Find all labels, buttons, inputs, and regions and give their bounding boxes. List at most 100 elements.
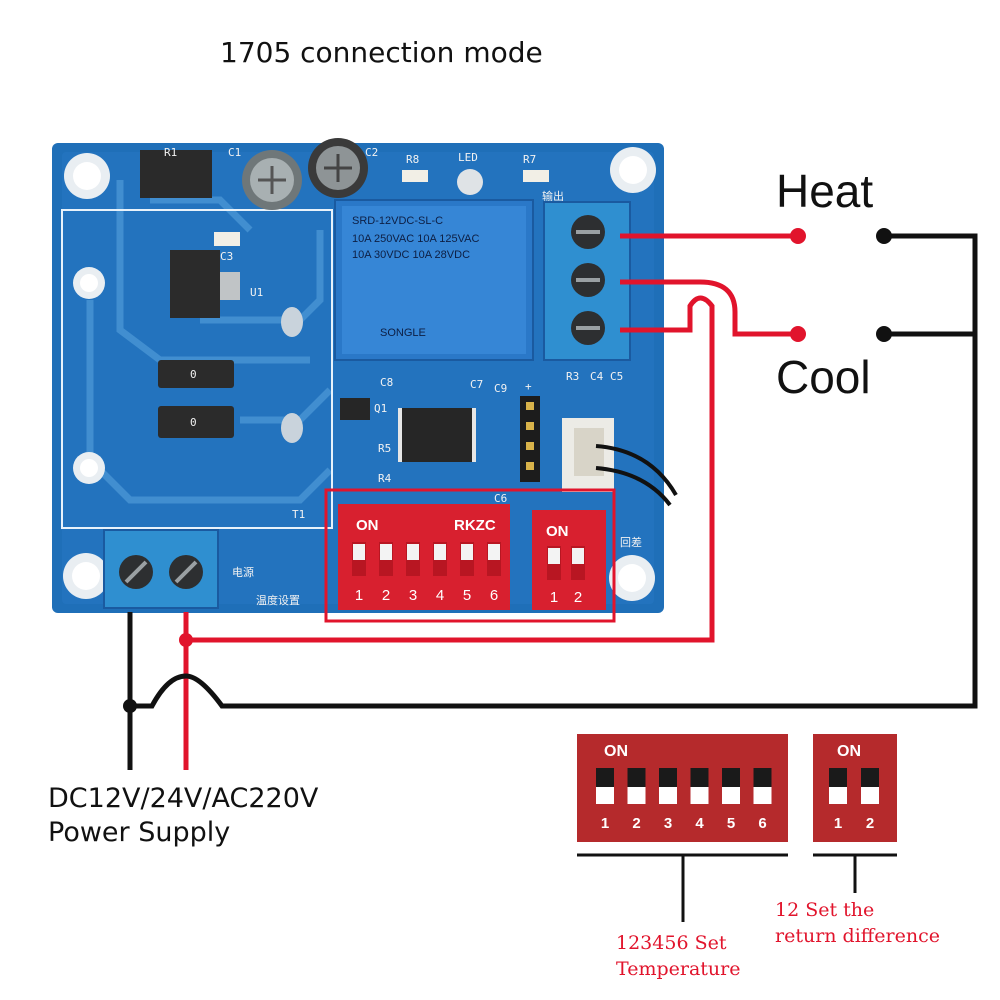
board-dip6-number-3: 3 (409, 587, 417, 604)
board-dip6-knob-3 (407, 544, 419, 560)
rectifier-chip (140, 150, 212, 198)
label-c9: C9 (494, 382, 507, 395)
wire-return-black (130, 233, 978, 709)
annotation-return-line1: 12 Set the (775, 899, 874, 921)
annotation-temp-line2: Temperature (616, 958, 740, 980)
controller-ic (402, 408, 472, 462)
board-dip6-number-6: 6 (490, 587, 498, 604)
label-c4: C4 (590, 370, 604, 383)
heat-label: Heat (776, 165, 873, 217)
resistor-2 (158, 406, 234, 438)
board-dip6-knob-1 (353, 544, 365, 560)
relay-rating-2: 10A 30VDC 10A 28VDC (352, 249, 470, 261)
wiring (127, 233, 978, 770)
relay-rating-1: 10A 250VAC 10A 125VAC (352, 233, 479, 245)
label-r5: R5 (378, 442, 391, 455)
label-r1: R1 (164, 146, 177, 159)
label-c7: C7 (470, 378, 483, 391)
heat-terminal-black (876, 228, 892, 244)
label-r4: R4 (378, 472, 392, 485)
label-r3: R3 (566, 370, 579, 383)
board-dip2-knob-2 (572, 548, 584, 564)
legend-dip2-number-1: 1 (834, 815, 842, 832)
label-output-cn: 输出 (542, 189, 564, 203)
legend-dip6-number-1: 1 (601, 815, 609, 832)
legend-dip6-numbers: 1 2 3 4 5 6 (601, 815, 767, 832)
board-dip2-number-2: 2 (574, 589, 582, 606)
capacitors (242, 138, 368, 210)
legend-dip6-number-2: 2 (632, 815, 640, 832)
regulator-chip (170, 250, 220, 318)
legend-dip2-knob-1 (829, 768, 847, 787)
page-title: 1705 connection mode (220, 36, 543, 69)
relay-model: SRD-12VDC-SL-C (352, 215, 443, 227)
board-dip6-knob-6 (488, 544, 500, 560)
dip-switch-highlight (324, 488, 616, 623)
wire-cool-red (620, 279, 798, 337)
board-dip6-knob-4 (434, 544, 446, 560)
power-supply-voltage: DC12V/24V/AC220V (48, 783, 319, 814)
legend-dip-switch-6: ON 1 2 3 4 5 6 (577, 734, 788, 842)
label-c8: C8 (380, 376, 393, 389)
mount-holes (63, 147, 656, 601)
label-c6: C6 (494, 492, 507, 505)
cool-label: Cool (776, 351, 871, 403)
legend-dip6-number-4: 4 (695, 815, 704, 832)
legend-dip2-on-label: ON (837, 743, 861, 760)
pcb-board: C1 C2 R1 C3 U1 0 0 LED R8 R7 输出 SRD-12VD… (52, 138, 664, 613)
power-supply-label: Power Supply (48, 817, 230, 848)
legend-dip6-knob-5 (722, 768, 740, 787)
label-power-cn: 电源 (232, 565, 254, 579)
led (457, 169, 483, 195)
board-dip2-slots (547, 546, 585, 580)
legend-dip6-number-6: 6 (758, 815, 766, 832)
board-dip6-on-label: ON (356, 517, 379, 534)
legend-dip2-number-2: 2 (866, 815, 874, 832)
svg-text:0: 0 (190, 368, 197, 381)
legend-dip2-slots (829, 768, 879, 804)
junction-red (179, 633, 193, 647)
label-led: LED (458, 151, 478, 164)
output-terminal-block (543, 201, 631, 361)
legend-dip6-knob-3 (659, 768, 677, 787)
annotation-return-line2: return difference (775, 925, 940, 947)
board-dip2-number-1: 1 (550, 589, 558, 606)
heat-terminal-red (790, 228, 806, 244)
board-dip2-knob-1 (548, 548, 560, 564)
board-dip6-brand-label: RKZC (454, 517, 496, 534)
label-c3: C3 (220, 250, 233, 263)
header-pins (520, 396, 540, 482)
board-dip6-number-2: 2 (382, 587, 390, 604)
legend-dip6-knob-2 (627, 768, 646, 787)
legend-dip6-knob-6 (753, 768, 772, 787)
legend-dip6-number-5: 5 (727, 815, 735, 832)
relay-brand: SONGLE (380, 327, 426, 339)
board-dip6-slots (352, 542, 501, 576)
board-dip6-number-1: 1 (355, 587, 363, 604)
board-dip2-on-label: ON (546, 523, 569, 540)
power-terminal-block (103, 529, 219, 609)
cool-terminal-black (876, 326, 892, 342)
label-t1: T1 (292, 508, 305, 521)
svg-text:0: 0 (190, 416, 197, 429)
label-c5: C5 (610, 370, 623, 383)
legend-dip6-number-3: 3 (664, 815, 672, 832)
legend-dip2-knob-2 (861, 768, 879, 787)
junction-black (123, 699, 137, 713)
annotation-temp-line1: 123456 Set (616, 932, 727, 954)
label-q1: Q1 (374, 402, 387, 415)
resistor-1 (158, 360, 234, 388)
legend-dip6-on-label: ON (604, 743, 628, 760)
legend-dip6-knob-1 (596, 768, 614, 787)
label-u1: U1 (250, 286, 263, 299)
label-return-diff-cn: 回差 (620, 535, 642, 549)
label-plus: + (525, 380, 532, 393)
bracket-temperature (577, 853, 788, 922)
label-c2: C2 (365, 146, 378, 159)
board-dip6-knob-5 (461, 544, 473, 560)
pcb-traces (86, 180, 333, 504)
